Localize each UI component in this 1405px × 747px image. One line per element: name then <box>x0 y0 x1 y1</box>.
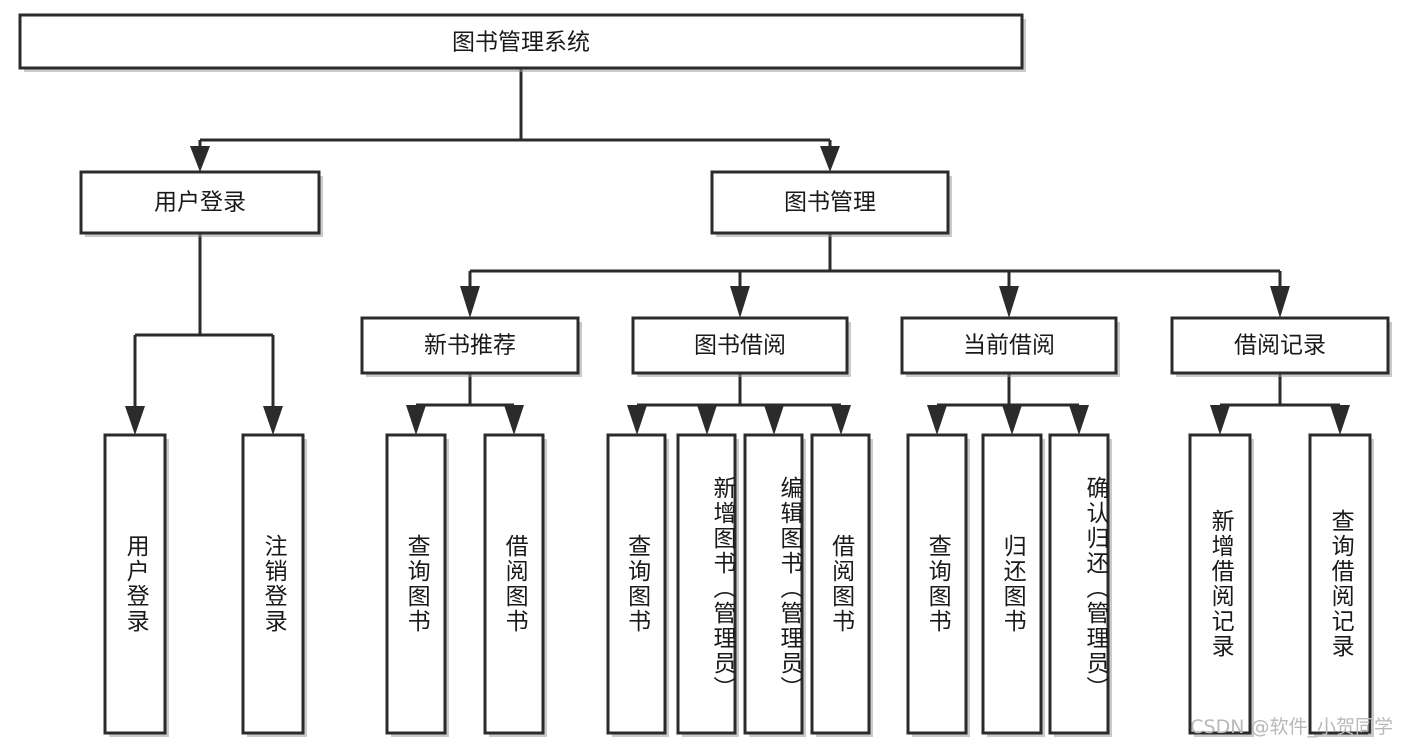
leaf-borrow-book-bb-box[interactable] <box>810 433 871 735</box>
arrow-head-leaf-logout <box>263 406 283 435</box>
leaf-confirm-return-box[interactable] <box>1048 433 1110 735</box>
leaf-node-layer <box>103 433 1374 737</box>
node-book-manage-box[interactable] <box>710 170 950 235</box>
leaf-add-record-box[interactable] <box>1188 433 1252 735</box>
node-current-borrow-label: 当前借阅 <box>963 333 1055 359</box>
leaf-query-record-box[interactable] <box>1308 433 1372 735</box>
arrow-head-current-borrow <box>999 286 1019 318</box>
arrow-head-leaf-add-book-admin <box>697 405 717 435</box>
arrow-head-leaf-borrow-book-nbr <box>504 405 524 435</box>
leaf-return-book-box[interactable] <box>981 433 1043 735</box>
arrow-head-user-login <box>190 146 210 172</box>
arrow-head-leaf-borrow-book-bb <box>831 405 851 435</box>
leaf-query-book-nbr-box[interactable] <box>385 433 447 735</box>
node-borrow-record-label: 借阅记录 <box>1234 333 1326 359</box>
arrow-head-leaf-user-login <box>125 406 145 435</box>
arrow-head-leaf-return-book <box>1002 405 1022 435</box>
arrow-head-leaf-confirm-return <box>1069 405 1089 435</box>
node-book-borrow-label: 图书借阅 <box>694 333 786 359</box>
arrow-head-leaf-query-book-cb <box>927 405 947 435</box>
node-new-book-recommend-label: 新书推荐 <box>424 333 516 359</box>
leaf-query-book-cb-box[interactable] <box>906 433 968 735</box>
arrow-head-leaf-edit-book-admin <box>764 405 784 435</box>
node-layer: 图书管理系统 用户登录 图书管理 新书推荐 图书借阅 当前借阅 <box>18 13 1392 737</box>
arrow-head-new-book-recommend <box>460 286 480 318</box>
node-book-borrow-box[interactable] <box>631 316 849 375</box>
arrow-head-leaf-query-book-nbr <box>406 405 426 435</box>
leaf-add-book-admin-box[interactable] <box>676 433 737 735</box>
leaf-logout-box[interactable] <box>241 433 305 735</box>
leaf-user-login-box[interactable] <box>103 433 167 735</box>
node-new-book-recommend-box[interactable] <box>360 316 580 375</box>
leaf-edit-book-admin-box[interactable] <box>743 433 804 735</box>
node-user-login-label: 用户登录 <box>154 190 246 216</box>
arrow-head-book-borrow <box>730 286 750 318</box>
root-node-label: 图书管理系统 <box>452 30 590 56</box>
arrow-head-leaf-query-record <box>1330 405 1350 435</box>
arrow-head-borrow-record <box>1270 286 1290 318</box>
arrow-head-leaf-query-book-bb <box>627 405 647 435</box>
connector-layer <box>125 68 1350 435</box>
csdn-watermark: CSDN @软件_小贺同学 <box>1190 716 1393 738</box>
arrow-head-leaf-add-record <box>1210 405 1230 435</box>
arrow-head-book-manage <box>820 146 840 172</box>
leaf-query-book-bb-box[interactable] <box>606 433 667 735</box>
node-book-manage-label: 图书管理 <box>784 190 876 216</box>
node-borrow-record-box[interactable] <box>1170 316 1390 375</box>
node-current-borrow-box[interactable] <box>900 316 1118 375</box>
node-user-login-box[interactable] <box>79 170 321 235</box>
root-node-box[interactable] <box>18 13 1024 70</box>
leaf-borrow-book-nbr-box[interactable] <box>483 433 545 735</box>
